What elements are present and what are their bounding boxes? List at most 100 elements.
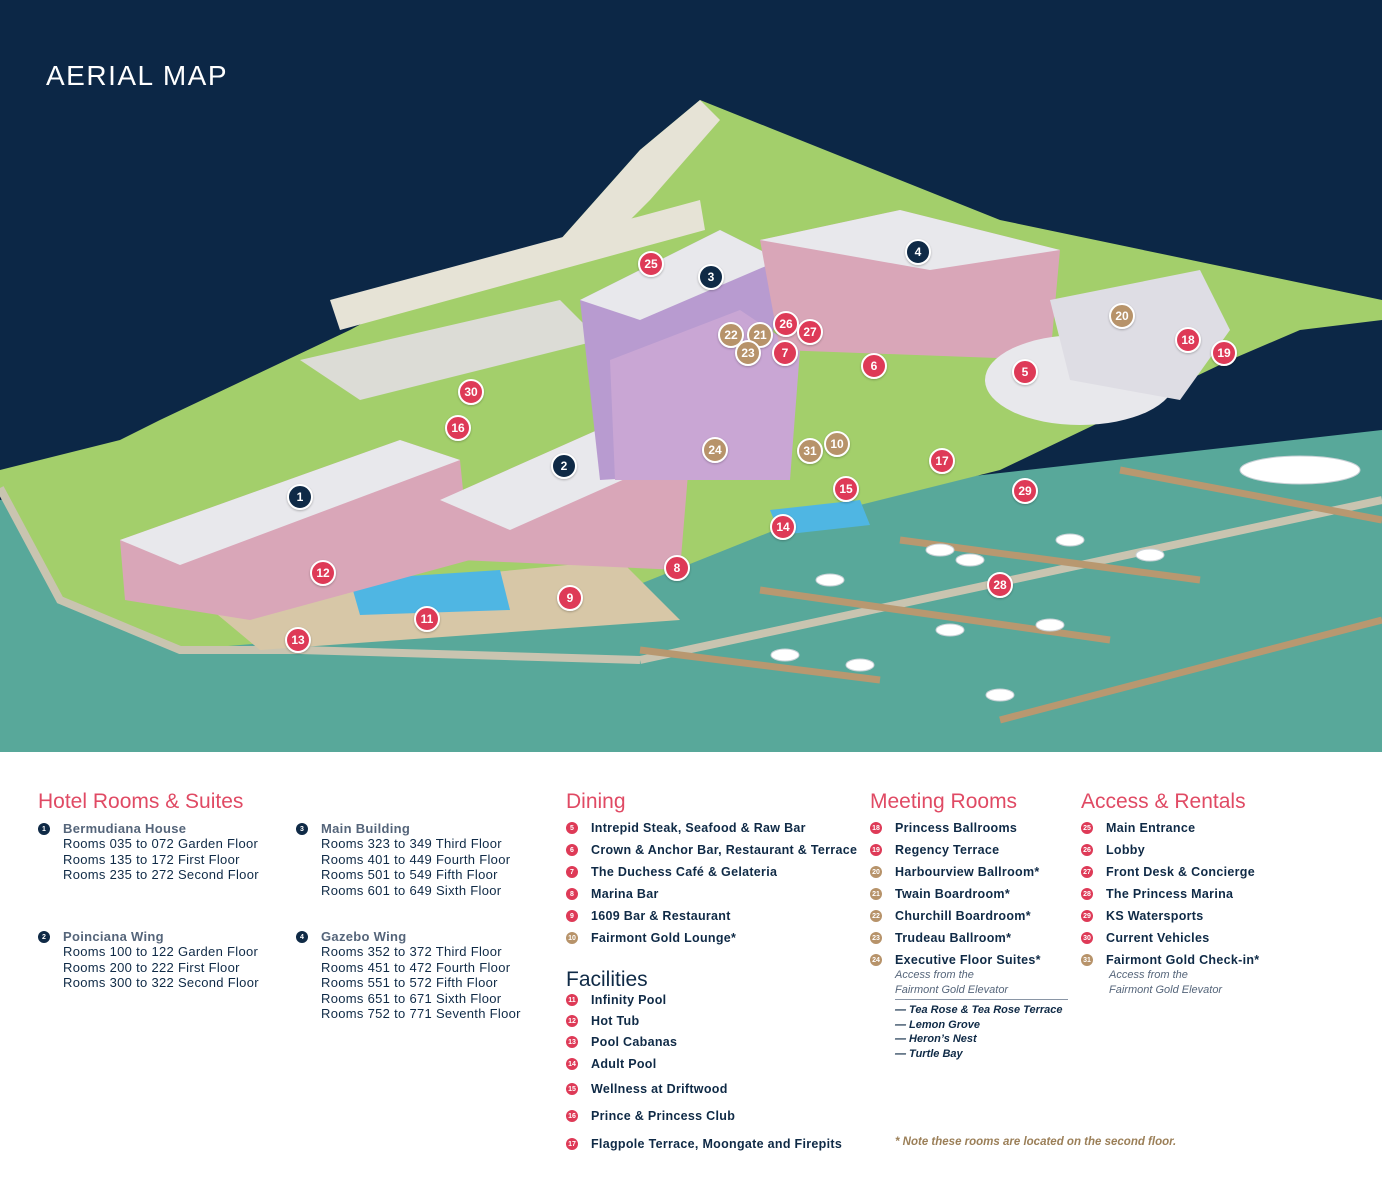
map-marker-13[interactable]: 13 [285,627,311,653]
room-range: Rooms 651 to 671 Sixth Floor [321,990,502,1006]
legend-number: 12 [566,1015,578,1027]
map-marker-15[interactable]: 15 [833,476,859,502]
map-marker-22[interactable]: 22 [718,322,744,348]
suite-name: — Lemon Grove [895,1018,980,1031]
map-marker-4[interactable]: 4 [905,239,931,265]
map-marker-3[interactable]: 3 [698,264,724,290]
room-group-name: Bermudiana House [63,821,187,836]
map-marker-17[interactable]: 17 [929,448,955,474]
access-note: Access from the Fairmont Gold Elevator [1109,968,1222,997]
dining-title: Dining [566,790,626,813]
legend-label: The Duchess Café & Gelateria [591,865,778,879]
legend-item-12[interactable]: 12 Hot Tub [566,1014,639,1028]
legend-label: Regency Terrace [895,843,1000,857]
map-marker-28[interactable]: 28 [987,572,1013,598]
legend-label: Prince & Princess Club [591,1109,736,1123]
map-marker-12[interactable]: 12 [310,560,336,586]
executive-suites-list: — Tea Rose & Tea Rose Terrace — Lemon Gr… [895,1003,1063,1061]
access-note-line: Access from the [895,969,974,981]
room-range: Rooms 235 to 272 Second Floor [63,867,259,882]
legend-label: Main Entrance [1106,821,1196,835]
map-marker-24[interactable]: 24 [702,437,728,463]
map-marker-6[interactable]: 6 [861,353,887,379]
map-marker-31[interactable]: 31 [797,438,823,464]
legend-item-13[interactable]: 13 Pool Cabanas [566,1035,677,1049]
legend-number: 24 [870,954,882,966]
map-marker-27[interactable]: 27 [797,319,823,345]
suite-name: — Tea Rose & Tea Rose Terrace [895,1004,1063,1016]
map-marker-14[interactable]: 14 [770,514,796,540]
map-marker-9[interactable]: 9 [557,585,583,611]
map-marker-5[interactable]: 5 [1012,359,1038,385]
map-marker-29[interactable]: 29 [1012,478,1038,504]
room-group-name: Main Building [321,821,411,836]
legend-number: 13 [566,1036,578,1048]
map-marker-8[interactable]: 8 [664,555,690,581]
map-marker-26[interactable]: 26 [773,311,799,337]
map-marker-30[interactable]: 30 [458,379,484,405]
legend-number: 23 [870,932,882,944]
map-marker-1[interactable]: 1 [287,484,313,510]
legend-label: 1609 Bar & Restaurant [591,909,731,923]
legend-label: Fairmont Gold Lounge* [591,931,737,945]
legend-label: Wellness at Driftwood [591,1082,728,1096]
parking-lot [300,300,600,400]
legend-number: 8 [566,888,578,900]
map-marker-20[interactable]: 20 [1109,303,1135,329]
suite-name: — Turtle Bay [895,1047,963,1060]
legend-label: Front Desk & Concierge [1106,865,1255,879]
map-marker-16[interactable]: 16 [445,415,471,441]
legend-item-9[interactable]: 9 1609 Bar & Restaurant [566,909,731,923]
map-marker-18[interactable]: 18 [1175,327,1201,353]
map-marker-23[interactable]: 23 [735,340,761,366]
room-range: Rooms 352 to 372 Third Floor [321,944,502,959]
legend-label: Intrepid Steak, Seafood & Raw Bar [591,821,806,835]
legend-number: 9 [566,910,578,922]
map-marker-7[interactable]: 7 [772,340,798,366]
room-range: Rooms 551 to 572 Fifth Floor [321,975,498,990]
map-marker-25[interactable]: 25 [638,251,664,277]
legend-label: Flagpole Terrace, Moongate and Firepits [591,1137,843,1151]
legend-number-1: 1 [38,823,50,835]
legend-number: 30 [1081,932,1093,944]
legend-number: 18 [870,822,882,834]
legend-label: Hot Tub [591,1014,640,1028]
map-marker-2[interactable]: 2 [551,453,577,479]
legend-item-5[interactable]: 5 Intrepid Steak, Seafood & Raw Bar [566,821,806,835]
legend-label: Harbourview Ballroom* [895,865,1040,879]
legend-item-18[interactable]: 18 Princess Ballrooms [870,821,1017,835]
access-note-line: Access from the [1109,969,1188,981]
legend-label: Princess Ballrooms [895,821,1018,835]
legend-number: 5 [566,822,578,834]
legend-label: Churchill Boardroom* [895,909,1031,923]
map-marker-11[interactable]: 11 [414,606,440,632]
map-marker-19[interactable]: 19 [1211,340,1237,366]
legend-label: Current Vehicles [1106,931,1210,945]
map-marker-10[interactable]: 10 [824,431,850,457]
legend-label: Pool Cabanas [591,1035,678,1049]
legend-item-30[interactable]: 30 Current Vehicles [1081,931,1209,945]
